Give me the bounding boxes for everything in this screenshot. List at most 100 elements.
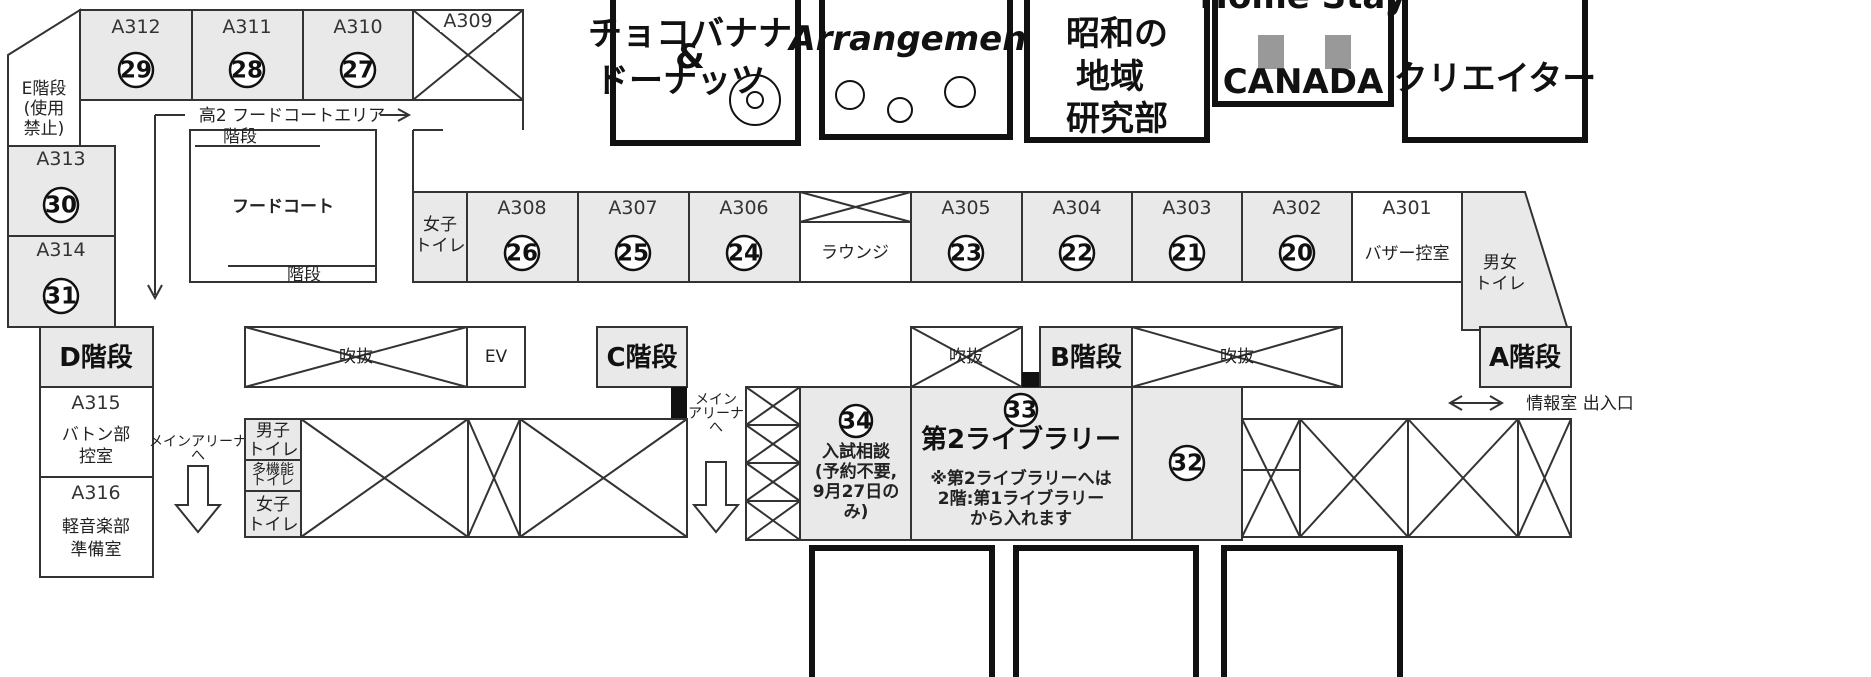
down-arrow-icon xyxy=(173,465,223,534)
room-a301 xyxy=(1351,191,1463,283)
feature-number-circle xyxy=(1003,392,1039,428)
exam-consult-note: 9月27日の xyxy=(813,482,900,502)
feature-number: 32 xyxy=(1171,451,1203,477)
poster-text: クリエイター xyxy=(1394,59,1597,99)
void-cross xyxy=(745,386,801,426)
room-code: A316 xyxy=(71,482,120,504)
library-note: から入れます xyxy=(970,509,1072,529)
poster-text: Arrangement xyxy=(786,19,1044,59)
donut-illustration xyxy=(746,91,764,109)
room-number-circle xyxy=(1278,234,1316,272)
room-name: 控室 xyxy=(79,447,113,467)
room-code: A308 xyxy=(497,197,546,219)
void-cross xyxy=(745,500,801,541)
column-block xyxy=(1022,372,1040,387)
food-area-arrowhead xyxy=(397,108,412,122)
room-code: A311 xyxy=(222,16,271,38)
poster-bottom-3 xyxy=(1221,545,1403,677)
room-code: A305 xyxy=(941,197,990,219)
feature-number-circle xyxy=(1168,444,1206,482)
room-code: A301 xyxy=(1382,197,1431,219)
room-number: 27 xyxy=(342,58,374,84)
poster-creator xyxy=(1402,0,1588,143)
room-number-circle xyxy=(42,277,80,315)
main-arena-label: アリーナ xyxy=(688,406,744,422)
double-arrow-head xyxy=(1489,395,1504,411)
main-arena-label: へ xyxy=(191,448,205,464)
b-stairs xyxy=(1039,326,1133,388)
poster-arrangement xyxy=(819,0,1013,140)
room-number: 24 xyxy=(728,241,760,267)
room-number-circle xyxy=(614,234,652,272)
lounge xyxy=(799,191,912,283)
feature-number-circle xyxy=(838,403,874,439)
flower-illustration xyxy=(887,97,913,123)
exam-consult-label: 入試相談 xyxy=(822,441,891,462)
c-stairs xyxy=(596,326,688,388)
e-stairs-note-2: 禁止) xyxy=(24,119,65,139)
poster-showa xyxy=(1024,0,1210,143)
room-number-circle xyxy=(42,186,80,224)
poster-bottom-2 xyxy=(1013,545,1199,677)
room-number-circle xyxy=(339,51,377,89)
void-label: 吹抜 xyxy=(339,347,373,367)
room-number: 22 xyxy=(1061,241,1093,267)
void-label: 吹抜 xyxy=(1220,347,1254,367)
room-name: バトン部 xyxy=(62,425,131,445)
room-code: A302 xyxy=(1272,197,1321,219)
room-code: A304 xyxy=(1052,197,1101,219)
women-toilet-label: 女子 xyxy=(423,215,457,235)
path-arrowhead xyxy=(147,284,163,301)
room-code: A315 xyxy=(71,392,120,414)
poster-choco-banana xyxy=(610,0,801,146)
void-area-right xyxy=(1241,418,1572,538)
room-name: バザー控室 xyxy=(1365,244,1450,264)
void-cross xyxy=(519,418,688,538)
e-stairs-note-1: (使用 xyxy=(24,98,65,119)
women-toilet-top xyxy=(412,191,468,283)
food-court-label: フードコート xyxy=(232,197,334,217)
c-stairs-label: C階段 xyxy=(606,342,677,373)
room-code: A314 xyxy=(36,239,85,261)
poster-text: 昭和の xyxy=(1066,14,1168,54)
room-code: A313 xyxy=(36,148,85,170)
room-number: 26 xyxy=(506,241,538,267)
unisex-toilet-label: 男女 xyxy=(1483,253,1517,273)
women-toilet-label: 女子 xyxy=(256,495,290,515)
flag-illustration xyxy=(1258,35,1284,69)
room-number-circle xyxy=(725,234,763,272)
library-note: 2階:第1ライブラリー xyxy=(938,488,1104,509)
room-number-circle xyxy=(947,234,985,272)
unisex-toilet-label: トイレ xyxy=(1475,274,1526,294)
library-label: 第2ライブラリー xyxy=(921,424,1121,455)
room-number: 29 xyxy=(120,58,152,84)
food-area-label: 高2 フードコートエリア xyxy=(199,106,385,126)
room-code: A312 xyxy=(111,16,160,38)
void-cross xyxy=(1299,418,1409,538)
room-number-circle xyxy=(228,51,266,89)
poster-text: 研究部 xyxy=(1066,99,1168,139)
exam-consult-note: (予約不要, xyxy=(815,461,897,482)
info-room-label: 情報室 出入口 xyxy=(1526,394,1633,414)
room-number: 31 xyxy=(45,284,77,310)
elevator-label: EV xyxy=(485,347,508,367)
d-stairs-label: D階段 xyxy=(59,342,133,373)
stairs-top-label: 階段 xyxy=(223,127,257,147)
exam-consult-note: み) xyxy=(844,502,869,522)
library-note: ※第2ライブラリーへは xyxy=(930,468,1111,489)
flower-illustration xyxy=(944,76,976,108)
room-a316 xyxy=(39,476,154,578)
a-stairs-label: A階段 xyxy=(1489,342,1561,373)
main-arena-label: メイン xyxy=(695,392,737,408)
d-stairs xyxy=(39,326,154,388)
flower-illustration xyxy=(835,80,865,110)
void-cross xyxy=(300,418,469,538)
room-number-circle xyxy=(1168,234,1206,272)
room-number: 23 xyxy=(950,241,982,267)
poster-text: CANADA xyxy=(1223,62,1384,102)
women-toilet-label: トイレ xyxy=(415,236,466,256)
elevator xyxy=(466,326,526,388)
poster-text: ドーナッツ xyxy=(595,61,765,101)
multi-toilet-label: トイレ xyxy=(252,473,294,489)
